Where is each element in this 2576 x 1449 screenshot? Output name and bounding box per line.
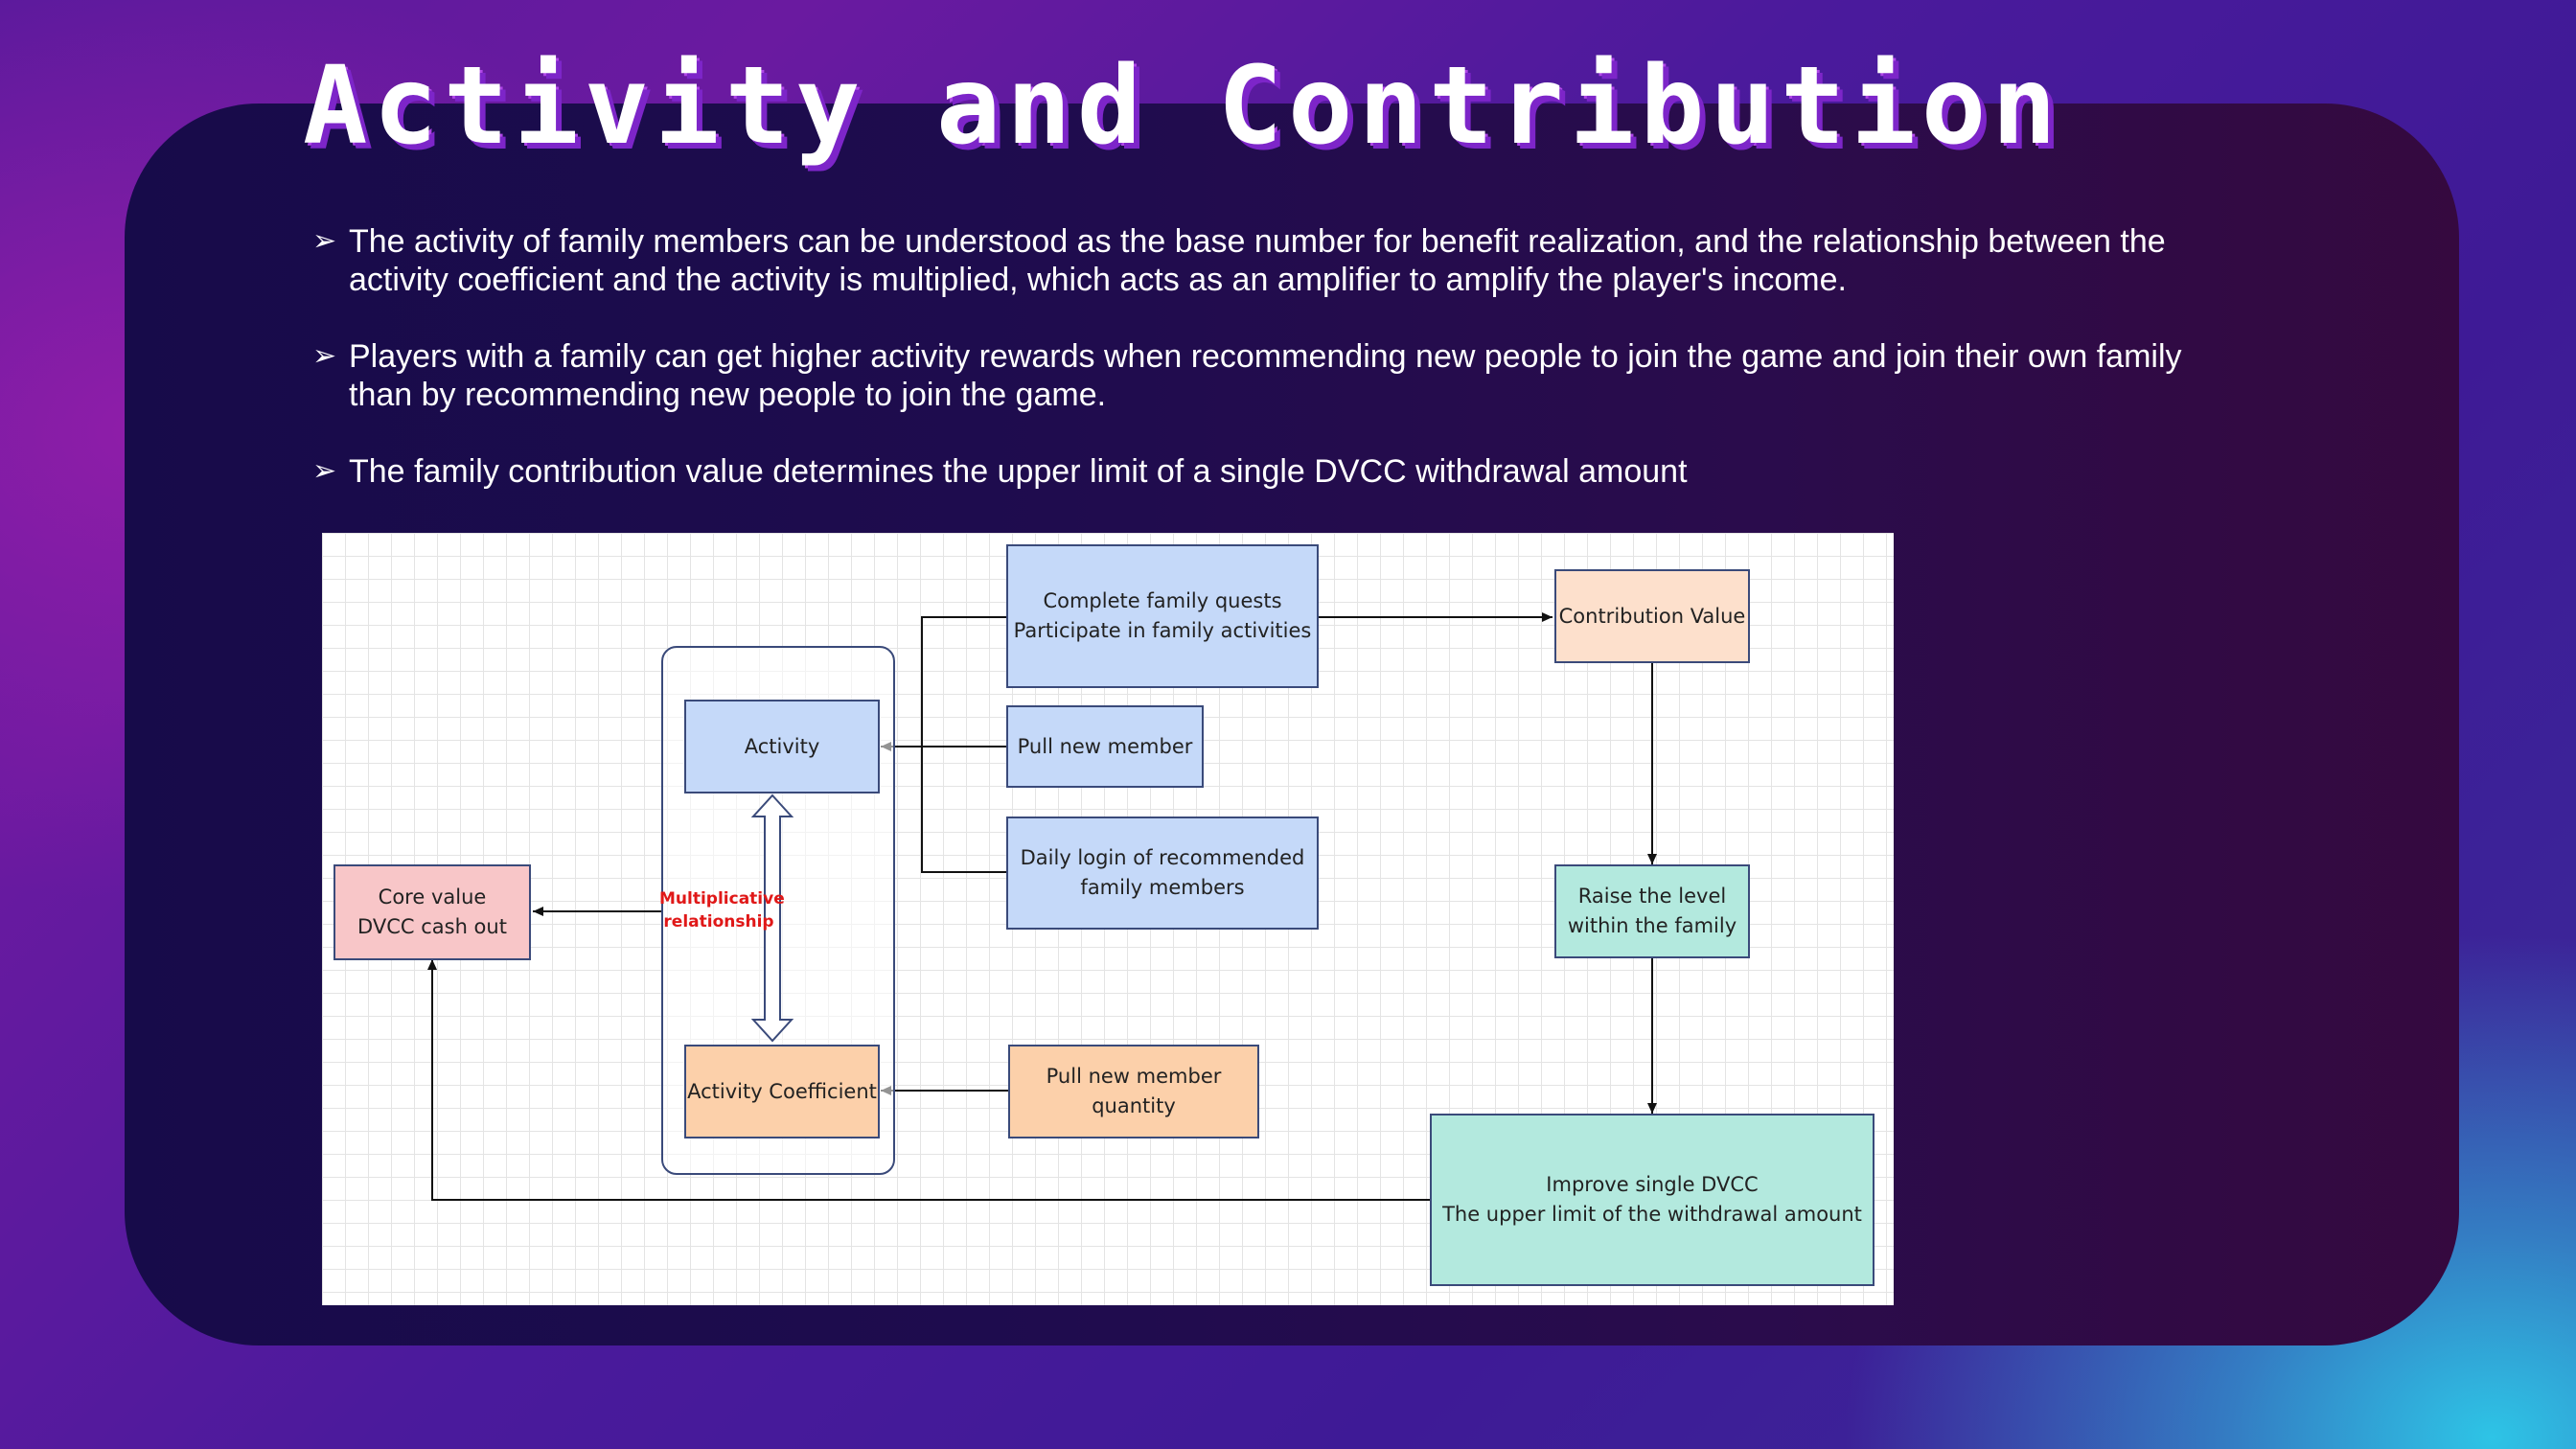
node-label: Pull new member: [1017, 734, 1193, 758]
node-daily-login: Daily login of recommended family member…: [1006, 816, 1319, 930]
double-arrow-icon: [750, 794, 794, 1043]
node-label: Raise the level within the family: [1567, 885, 1737, 937]
bullet-item: ➢ The activity of family members can be u…: [312, 222, 2191, 299]
node-label: Activity: [744, 734, 820, 758]
arrowhead-icon: ➢: [312, 224, 337, 258]
bullet-text: The family contribution value determines…: [349, 453, 1688, 490]
node-activity-coefficient: Activity Coefficient: [684, 1045, 880, 1138]
bullet-item: ➢ Players with a family can get higher ac…: [312, 337, 2191, 414]
bullet-text: Players with a family can get higher act…: [349, 338, 2182, 413]
node-improve-single-dvcc: Improve single DVCC The upper limit of t…: [1430, 1114, 1874, 1286]
bullet-text: The activity of family members can be un…: [349, 223, 2166, 298]
node-label: Improve single DVCC The upper limit of t…: [1442, 1173, 1862, 1226]
node-label: Daily login of recommended family member…: [1020, 846, 1305, 899]
arrowhead-icon: ➢: [312, 454, 337, 488]
node-label: Activity Coefficient: [687, 1079, 877, 1103]
node-core-value-dvcc-cash-out: Core value DVCC cash out: [334, 864, 531, 960]
node-raise-level: Raise the level within the family: [1554, 864, 1750, 958]
arrowhead-icon: ➢: [312, 339, 337, 373]
node-pull-new-member-quantity: Pull new member quantity: [1008, 1045, 1259, 1138]
node-activity: Activity: [684, 700, 880, 794]
node-label: Complete family quests Participate in fa…: [1013, 589, 1312, 642]
page-title: Activity and Contribution: [303, 44, 2062, 169]
bullet-item: ➢ The family contribution value determine…: [312, 452, 2191, 491]
connector-bracket: [921, 616, 1006, 873]
node-label: Pull new member quantity: [1046, 1065, 1222, 1117]
multiplicative-relationship-label: Multiplicative relationship: [659, 889, 785, 932]
node-contribution-value: Contribution Value: [1554, 569, 1750, 663]
bullet-list: ➢ The activity of family members can be u…: [312, 222, 2191, 529]
node-pull-new-member: Pull new member: [1006, 705, 1204, 788]
flow-diagram: Multiplicative relationship Complete fam…: [322, 533, 1894, 1305]
node-label: Contribution Value: [1558, 604, 1746, 628]
arrow-improve-to-core: [427, 959, 1430, 1201]
node-complete-family-quests: Complete family quests Participate in fa…: [1006, 544, 1319, 688]
node-label: Core value DVCC cash out: [357, 886, 507, 938]
